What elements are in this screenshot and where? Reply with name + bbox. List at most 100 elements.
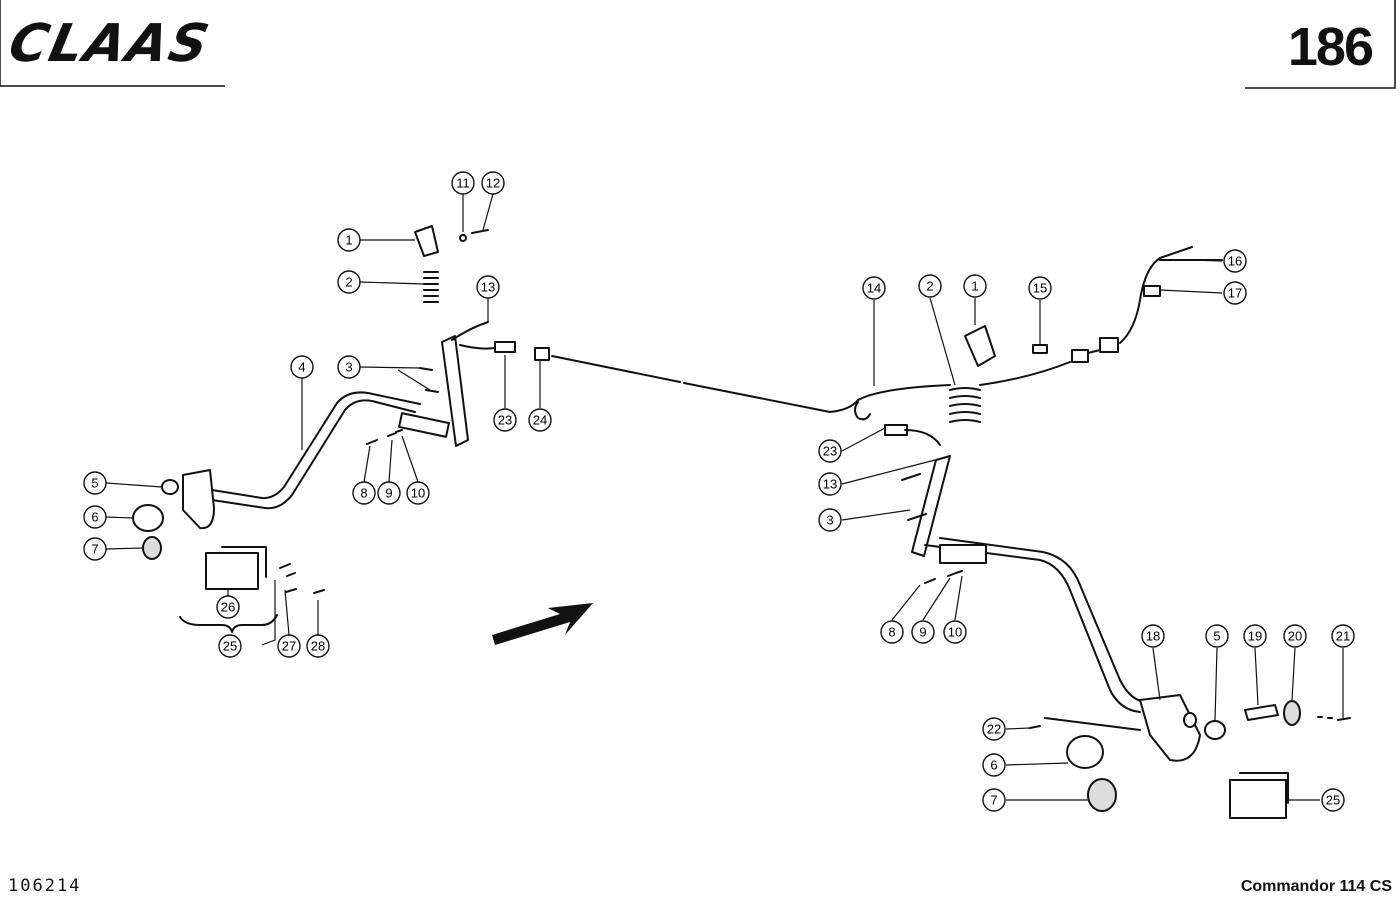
direction-arrow [492, 603, 593, 645]
svg-text:13: 13 [481, 280, 495, 295]
callout-12: 12 [481, 171, 505, 195]
callout-23: 23 [818, 439, 842, 463]
svg-text:16: 16 [1228, 254, 1242, 269]
svg-text:3: 3 [826, 513, 833, 528]
svg-text:24: 24 [533, 413, 547, 428]
pedal-plate-right [1139, 694, 1201, 762]
callout-6: 6 [982, 753, 1006, 777]
svg-text:28: 28 [311, 639, 325, 654]
svg-text:9: 9 [919, 625, 926, 640]
svg-text:15: 15 [1033, 281, 1047, 296]
switch-left [205, 552, 259, 590]
header-rules [0, 0, 1396, 89]
callout-9: 9 [377, 481, 401, 505]
left-pedal-assembly [132, 225, 951, 633]
wire-13-left [451, 321, 489, 341]
spring-right [949, 387, 981, 423]
leader-lines [105, 193, 1344, 801]
callout-23: 23 [493, 408, 517, 432]
svg-text:25: 25 [223, 639, 237, 654]
pedal-arm-right [924, 544, 1141, 713]
callout-13: 13 [818, 472, 842, 496]
bearing-left [132, 504, 164, 532]
svg-text:11: 11 [456, 176, 470, 191]
bearing-right [1066, 735, 1104, 769]
svg-text:9: 9 [385, 486, 392, 501]
callout-9: 9 [911, 620, 935, 644]
drawing-number: 106214 [8, 876, 82, 896]
callout-15: 15 [1028, 276, 1052, 300]
svg-text:21: 21 [1336, 629, 1350, 644]
callout-25: 25 [1321, 788, 1345, 812]
callout-7: 7 [982, 788, 1006, 812]
callout-5: 5 [83, 471, 107, 495]
callout-8: 8 [880, 620, 904, 644]
switch-right [1229, 779, 1287, 819]
callout-18: 18 [1141, 624, 1165, 648]
callout-3: 3 [337, 355, 361, 379]
callout-25: 25 [218, 634, 242, 658]
callout-17: 17 [1223, 281, 1247, 305]
callout-13: 13 [476, 275, 500, 299]
svg-text:27: 27 [282, 639, 296, 654]
callout-27: 27 [277, 634, 301, 658]
svg-text:26: 26 [221, 600, 235, 615]
model-name: Commandor 114 CS [1240, 878, 1392, 895]
svg-text:7: 7 [91, 542, 98, 557]
svg-text:4: 4 [298, 360, 305, 375]
callout-19: 19 [1243, 624, 1267, 648]
svg-text:3: 3 [345, 360, 352, 375]
svg-text:2: 2 [926, 279, 933, 294]
svg-text:12: 12 [486, 176, 500, 191]
callout-10: 10 [943, 620, 967, 644]
svg-text:5: 5 [91, 476, 98, 491]
spring-left [423, 271, 439, 303]
callout-24: 24 [528, 408, 552, 432]
svg-text:6: 6 [91, 510, 98, 525]
svg-text:20: 20 [1288, 629, 1302, 644]
callout-2: 2 [337, 270, 361, 294]
svg-text:5: 5 [1213, 629, 1220, 644]
pedal-plate-left [182, 469, 215, 530]
callout-3: 3 [818, 508, 842, 532]
lever-bracket-right [911, 455, 951, 557]
svg-text:23: 23 [823, 444, 837, 459]
svg-text:10: 10 [411, 486, 425, 501]
svg-text:2: 2 [345, 275, 352, 290]
svg-text:13: 13 [823, 477, 837, 492]
callout-22: 22 [982, 717, 1006, 741]
svg-text:1: 1 [971, 279, 978, 294]
callout-2: 2 [918, 274, 942, 298]
callout-8: 8 [352, 481, 376, 505]
harness-right [979, 246, 1223, 386]
svg-text:23: 23 [498, 413, 512, 428]
callout-4: 4 [290, 355, 314, 379]
callout-16: 16 [1223, 249, 1247, 273]
svg-text:10: 10 [948, 625, 962, 640]
svg-text:18: 18 [1146, 629, 1160, 644]
clip-right [964, 325, 996, 367]
svg-text:6: 6 [990, 758, 997, 773]
svg-text:8: 8 [888, 625, 895, 640]
lever-bracket-left [441, 335, 469, 447]
callout-10: 10 [406, 481, 430, 505]
callout-26: 26 [216, 595, 240, 619]
page-number: 186 [1287, 17, 1374, 77]
callout-7: 7 [83, 537, 107, 561]
cable-across [551, 355, 951, 413]
callout-14: 14 [862, 276, 886, 300]
callout-20: 20 [1283, 624, 1307, 648]
right-pedal-assembly [854, 246, 1351, 819]
callout-5: 5 [1205, 624, 1229, 648]
svg-text:25: 25 [1326, 793, 1340, 808]
callout-11: 11 [451, 171, 475, 195]
svg-text:7: 7 [990, 793, 997, 808]
knob-left [161, 479, 179, 495]
callouts-left: 1 11 12 2 13 4 3 23 24 8 9 10 5 6 7 26 2… [83, 171, 552, 658]
pedal-arm-left [211, 399, 416, 510]
svg-text:19: 19 [1248, 629, 1262, 644]
svg-text:8: 8 [360, 486, 367, 501]
clip-left [414, 225, 439, 257]
